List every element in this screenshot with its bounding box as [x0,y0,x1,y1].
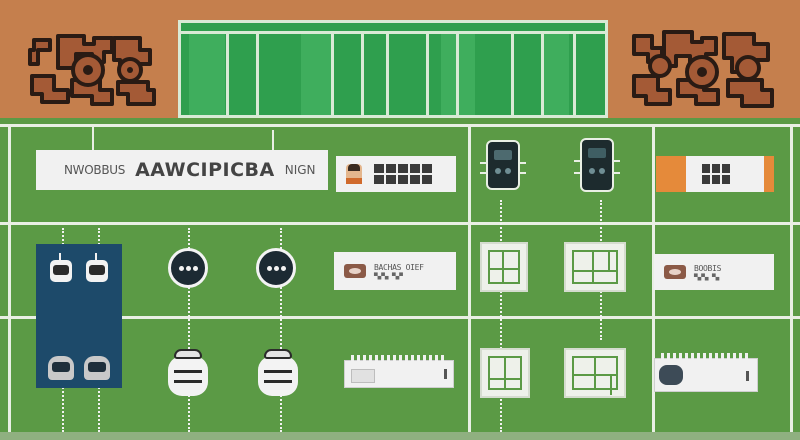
title-prefix: NWOBBUS [64,163,126,177]
field-line-v2 [652,124,655,432]
label-left-title: BACHAS OIEF [374,262,424,272]
robot-icon [86,253,108,282]
capsule-icon [168,349,208,396]
label-card-left: BACHAS OIEF ▀▄▀▄ ▀▄▀ [334,252,456,290]
gear-cluster-left-icon [28,34,156,106]
gear-cluster-right-icon [632,30,774,108]
floorplan-icon [480,242,528,292]
label-left-sub: ▀▄▀▄ ▀▄▀ [374,272,403,280]
page-title: AAWCIPICBA [135,159,275,181]
rack-icon [654,353,758,392]
field-line-mid1 [0,222,800,225]
floorplan-icon [564,348,626,398]
field-line-v1 [468,124,471,432]
keypad-icon [702,164,730,184]
bottom-strip [0,432,800,440]
robot-panel [36,244,122,388]
field-line-right [790,124,793,432]
tag-icon [664,265,686,279]
capsule-icon [258,349,298,396]
robot-icon [84,356,110,380]
orange-keypad-card [656,156,774,192]
rack-icon [344,355,454,388]
title-suffix: NIGN [284,163,316,177]
dots-circle-icon [168,248,208,288]
field-line-left [8,124,11,432]
title-card: NWOBBUS AAWCIPICBA NIGN [36,150,328,190]
floorplan-icon [480,348,530,398]
turf-gate [178,20,608,118]
robot-icon [50,253,72,282]
robot-icon [48,356,74,380]
keypad-icon [374,164,432,184]
label-right-title: BOOBIS [694,263,722,273]
field-line-top [0,124,800,127]
tag-icon [344,264,366,278]
person-icon [346,164,362,184]
dots-circle-icon [256,248,296,288]
keypad-card [336,156,456,192]
microchip-icon [574,138,620,192]
microchip-icon [480,140,526,190]
field-line-mid2 [0,316,800,319]
label-card-right: BOOBIS ▀▄▀▄ ▀▄ [654,254,774,290]
floorplan-icon [564,242,626,292]
label-right-sub: ▀▄▀▄ ▀▄ [694,273,720,281]
